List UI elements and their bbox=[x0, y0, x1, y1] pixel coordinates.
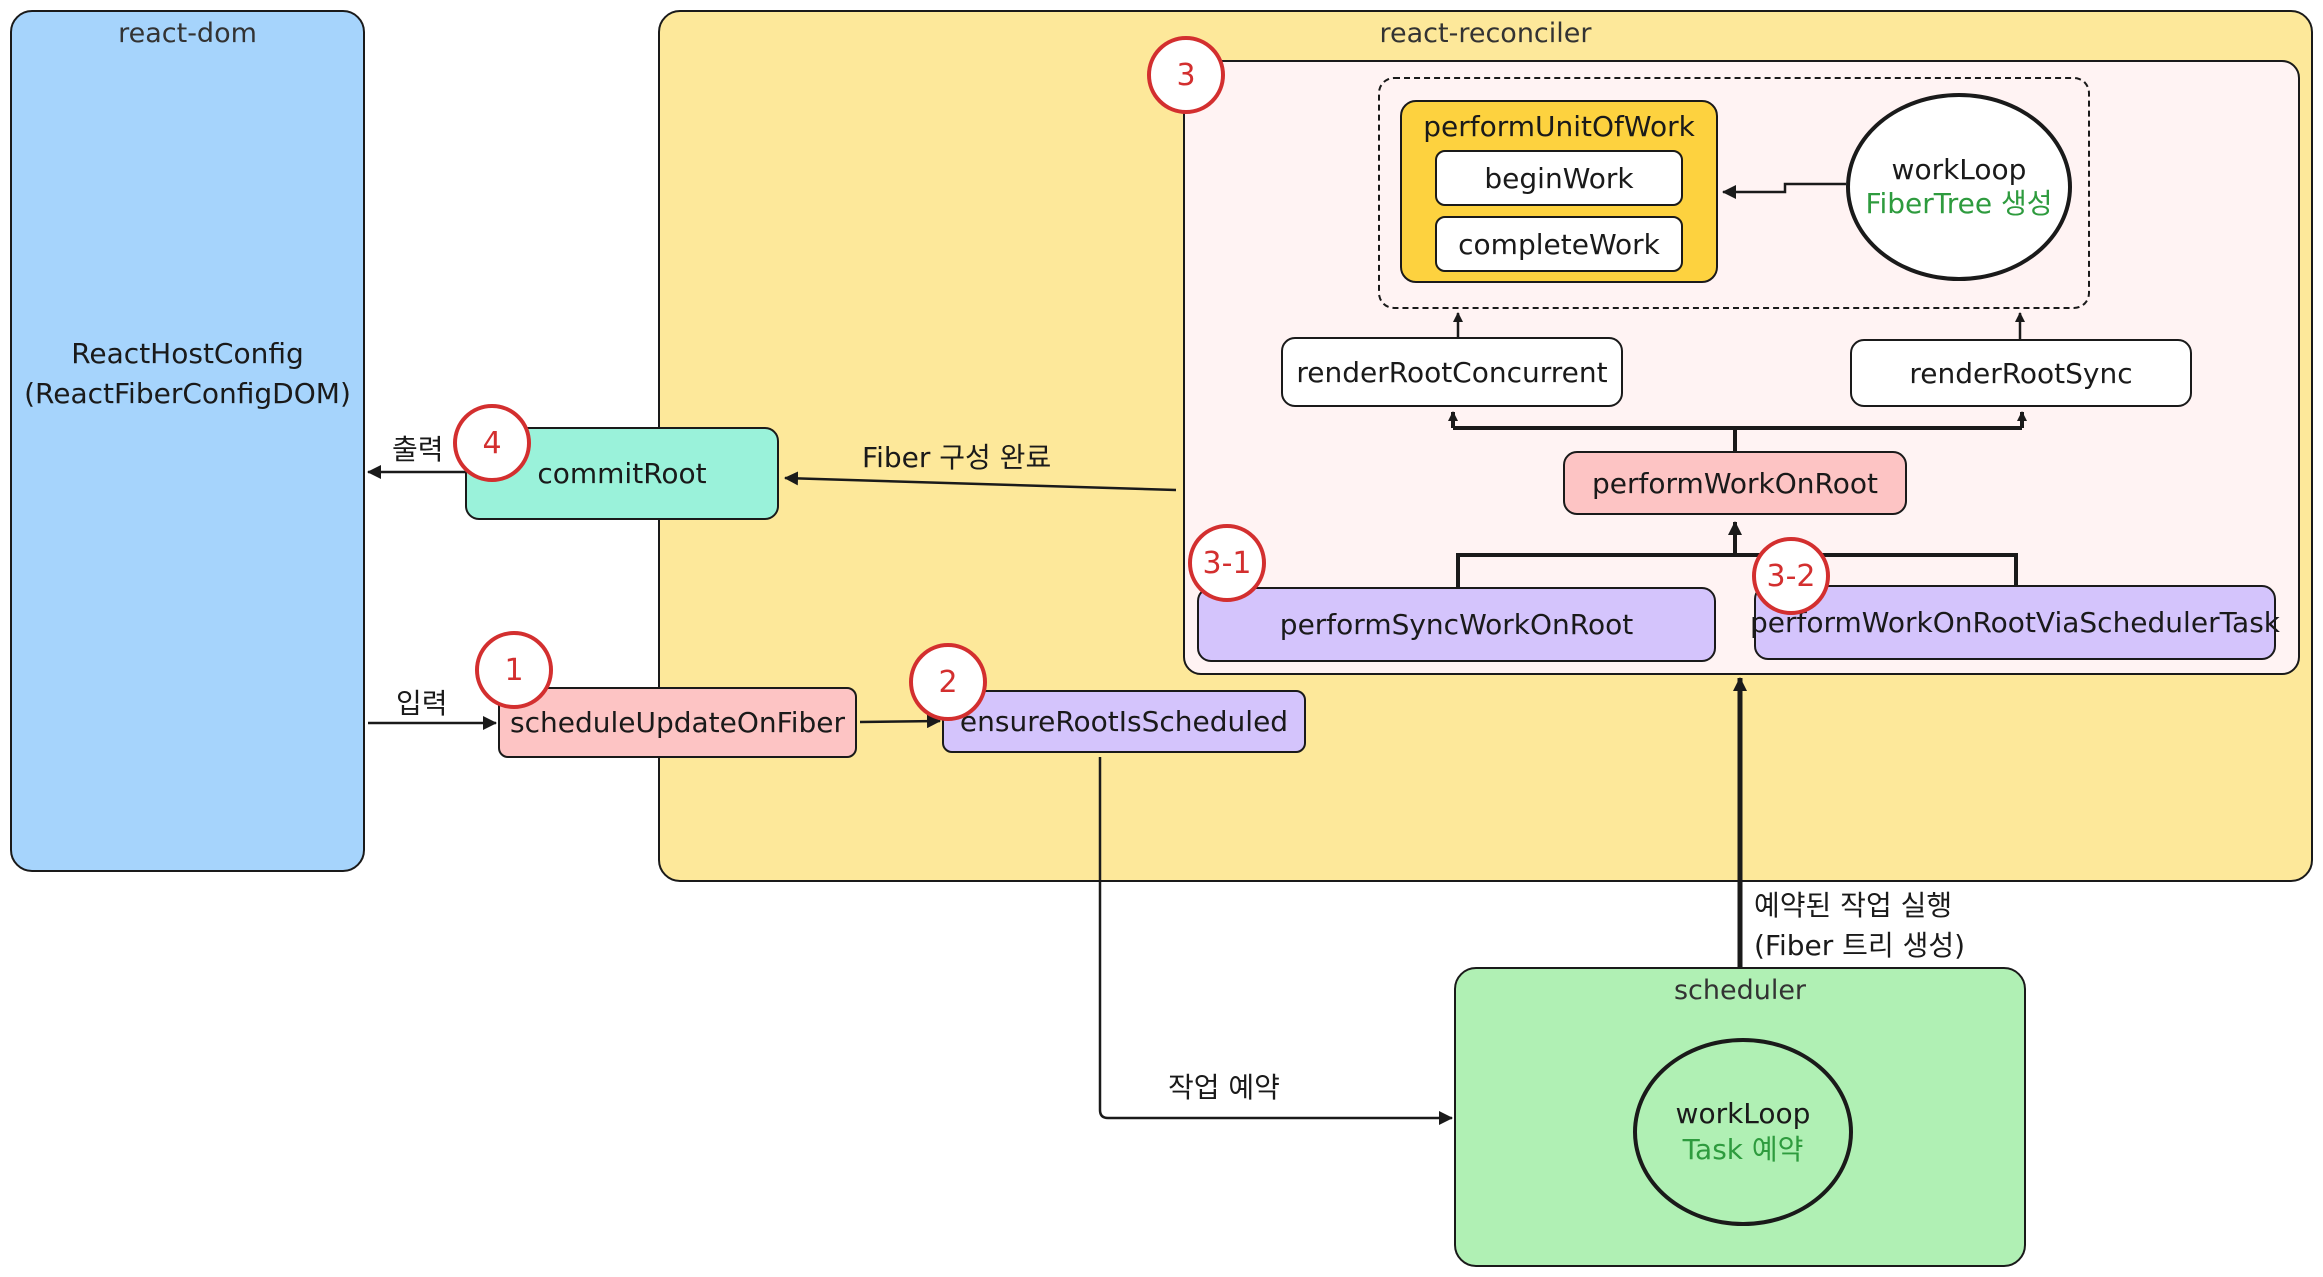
perform-unit-of-work-label: performUnitOfWork bbox=[1423, 110, 1695, 143]
root-to-render-branch bbox=[1453, 426, 2022, 451]
schedule-to-ensure-arrow bbox=[859, 714, 941, 729]
run-task-label-line1: 예약된 작업 실행 bbox=[1754, 889, 1953, 922]
reconciler-work-loop-label: workLoop bbox=[1891, 153, 2027, 186]
schedule-task-label: 작업 예약 bbox=[1168, 1071, 1280, 1104]
work-loop-group bbox=[1378, 77, 2090, 309]
step-badge-2: 2 bbox=[909, 643, 987, 721]
react-dom-title: react-dom bbox=[118, 18, 257, 49]
workloop-to-unit-arrow bbox=[1722, 182, 1846, 199]
fiber-done-arrow bbox=[784, 471, 1177, 492]
fiber-done-label: Fiber 구성 완료 bbox=[862, 441, 1052, 474]
scheduler-work-loop-circle: workLoop Task 예약 bbox=[1633, 1038, 1853, 1226]
begin-work-box: beginWork bbox=[1435, 150, 1683, 206]
react-host-config: ReactHostConfig (ReactFiberConfigDOM) bbox=[12, 334, 363, 414]
react-host-config-line1: ReactHostConfig bbox=[71, 337, 304, 370]
schedule-update-on-fiber-box: scheduleUpdateOnFiber bbox=[498, 687, 857, 758]
input-label: 입력 bbox=[396, 687, 448, 720]
react-reconciler-title: react-reconciler bbox=[1379, 18, 1592, 49]
render-root-concurrent-box: renderRootConcurrent bbox=[1281, 337, 1623, 407]
step-badge-1: 1 bbox=[475, 631, 553, 709]
react-host-config-line2: (ReactFiberConfigDOM) bbox=[24, 377, 351, 410]
perform-sync-work-on-root-box: performSyncWorkOnRoot bbox=[1197, 587, 1716, 662]
run-task-label-line2: (Fiber 트리 생성) bbox=[1754, 929, 1966, 962]
scheduler-work-loop-sub: Task 예약 bbox=[1682, 1133, 1804, 1166]
scheduler-work-loop-label: workLoop bbox=[1675, 1097, 1811, 1130]
perform-work-on-root-box: performWorkOnRoot bbox=[1563, 451, 1907, 515]
ensure-root-is-scheduled-box: ensureRootIsScheduled bbox=[942, 690, 1306, 753]
run-task-label: 예약된 작업 실행 (Fiber 트리 생성) bbox=[1754, 886, 1965, 966]
ensure-to-scheduler-arrow bbox=[1098, 757, 1453, 1125]
react-dom-panel: react-dom ReactHostConfig (ReactFiberCon… bbox=[10, 10, 365, 872]
perform-work-via-scheduler-task-box: performWorkOnRootViaSchedulerTask bbox=[1750, 585, 2280, 660]
sync-task-to-root-branch bbox=[1456, 553, 2018, 587]
reconciler-work-loop-sub: FiberTree 생성 bbox=[1865, 187, 2053, 220]
step-badge-3: 3 bbox=[1147, 36, 1225, 114]
scheduler-title: scheduler bbox=[1673, 975, 1807, 1006]
complete-work-box: completeWork bbox=[1435, 216, 1683, 272]
step-badge-4: 4 bbox=[453, 404, 531, 482]
output-label: 출력 bbox=[392, 433, 444, 466]
reconciler-work-loop-circle: workLoop FiberTree 생성 bbox=[1846, 93, 2072, 281]
step-badge-3-1: 3-1 bbox=[1188, 524, 1266, 602]
render-root-sync-box: renderRootSync bbox=[1850, 339, 2192, 407]
step-badge-3-2: 3-2 bbox=[1752, 537, 1830, 615]
